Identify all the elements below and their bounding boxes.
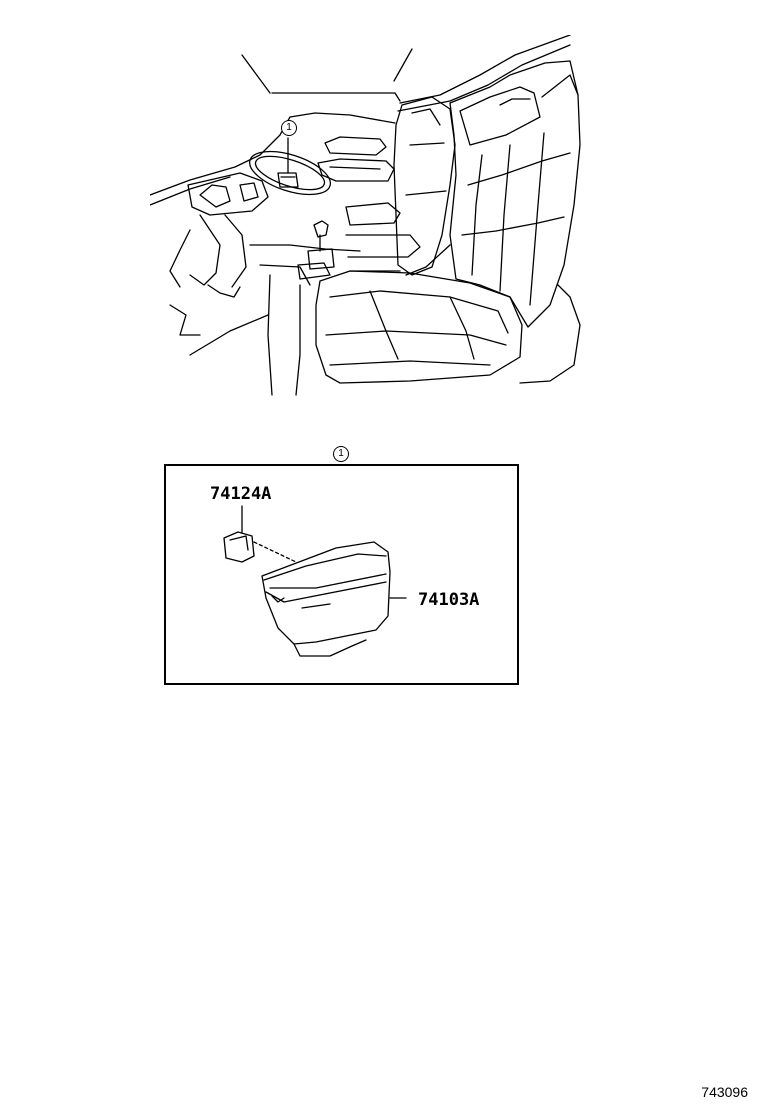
cover-part (261, 541, 391, 645)
detail-box: 74124A 74103A (164, 464, 519, 685)
part-number-label-74103A: 74103A (418, 590, 480, 610)
overview-callout-marker: 1 (281, 120, 297, 136)
clip-part (223, 531, 255, 563)
diagram-id: 743096 (701, 1084, 748, 1100)
part-number-label-74124A: 74124A (210, 484, 272, 504)
cab-interior-illustration (150, 35, 581, 396)
detail-callout-marker: 1 (333, 446, 349, 462)
detail-parts-illustration (223, 505, 407, 657)
